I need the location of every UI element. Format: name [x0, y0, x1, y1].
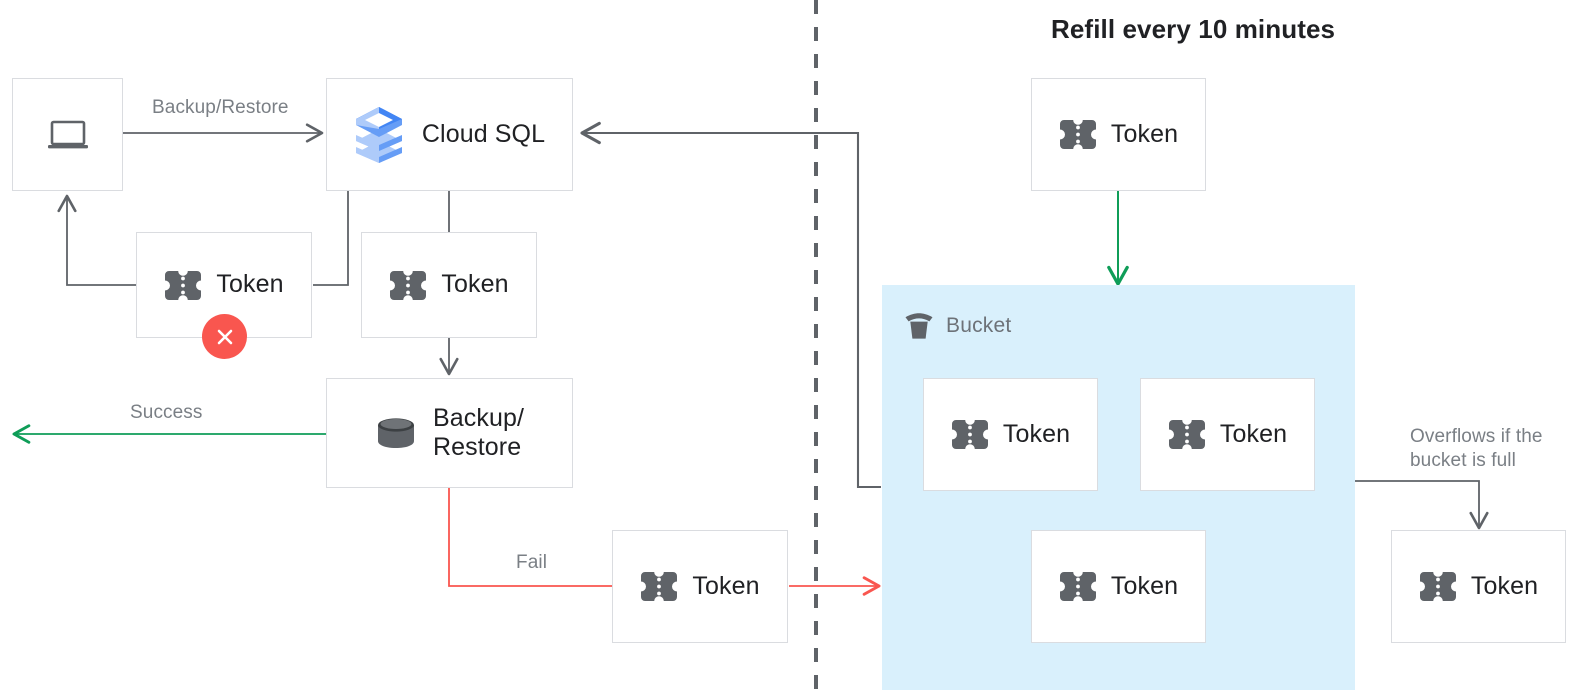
overflow-token-node[interactable]: Token: [1391, 530, 1566, 643]
fail-token-node[interactable]: Token: [612, 530, 788, 643]
token-icon: [389, 270, 427, 301]
token-icon: [1059, 119, 1097, 150]
cloud-sql-icon: [354, 105, 404, 164]
edge-label-fail: Fail: [516, 552, 548, 573]
token-label: Token: [1002, 419, 1071, 448]
token-label: Token: [1110, 571, 1179, 600]
token-icon: [1168, 419, 1206, 450]
refill-token-node[interactable]: Token: [1031, 78, 1206, 191]
edge-label-success: Success: [130, 402, 203, 423]
token-label: Token: [216, 270, 284, 299]
database-icon: [375, 416, 417, 450]
token-icon: [164, 270, 202, 301]
token-icon: [1419, 571, 1457, 602]
token-icon: [1059, 571, 1097, 602]
token-icon: [951, 419, 989, 450]
edge-failed-token-to-client: [57, 194, 136, 286]
edge-bucket-overflow: [1355, 480, 1489, 530]
bucket-label: Bucket: [946, 314, 1012, 337]
page-title: Refill every 10 minutes: [1051, 14, 1336, 44]
token-label: Token: [692, 571, 760, 600]
client-node[interactable]: [12, 78, 123, 191]
backup-restore-label: Backup/ Restore: [432, 403, 525, 462]
token-label: Token: [1219, 419, 1288, 448]
token-label: Token: [1470, 571, 1539, 600]
bucket-token-2[interactable]: Token: [1140, 378, 1315, 491]
token-icon: [640, 571, 678, 602]
cloud-sql-label: Cloud SQL: [421, 119, 546, 148]
edge-cloudsql-to-failed-token: [313, 187, 349, 286]
token-label: Token: [1110, 119, 1179, 148]
overflow-caption: Overflows if the bucket is full: [1410, 426, 1543, 471]
cloud-sql-node[interactable]: Cloud SQL: [326, 78, 573, 191]
bucket-token-3[interactable]: Token: [1031, 530, 1206, 643]
bucket-header: Bucket: [903, 312, 1011, 340]
bucket-icon: [903, 312, 935, 340]
backup-restore-node[interactable]: Backup/ Restore: [326, 378, 573, 488]
token-label: Token: [441, 270, 509, 299]
edge-bucket-to-cloudsql: [580, 121, 881, 489]
error-x-icon: [214, 326, 236, 348]
edge-label-backup-restore: Backup/Restore: [152, 97, 289, 118]
error-badge: [202, 314, 247, 359]
bucket-token-1[interactable]: Token: [923, 378, 1098, 491]
laptop-icon: [47, 119, 89, 151]
request-token-node[interactable]: Token: [361, 232, 537, 338]
